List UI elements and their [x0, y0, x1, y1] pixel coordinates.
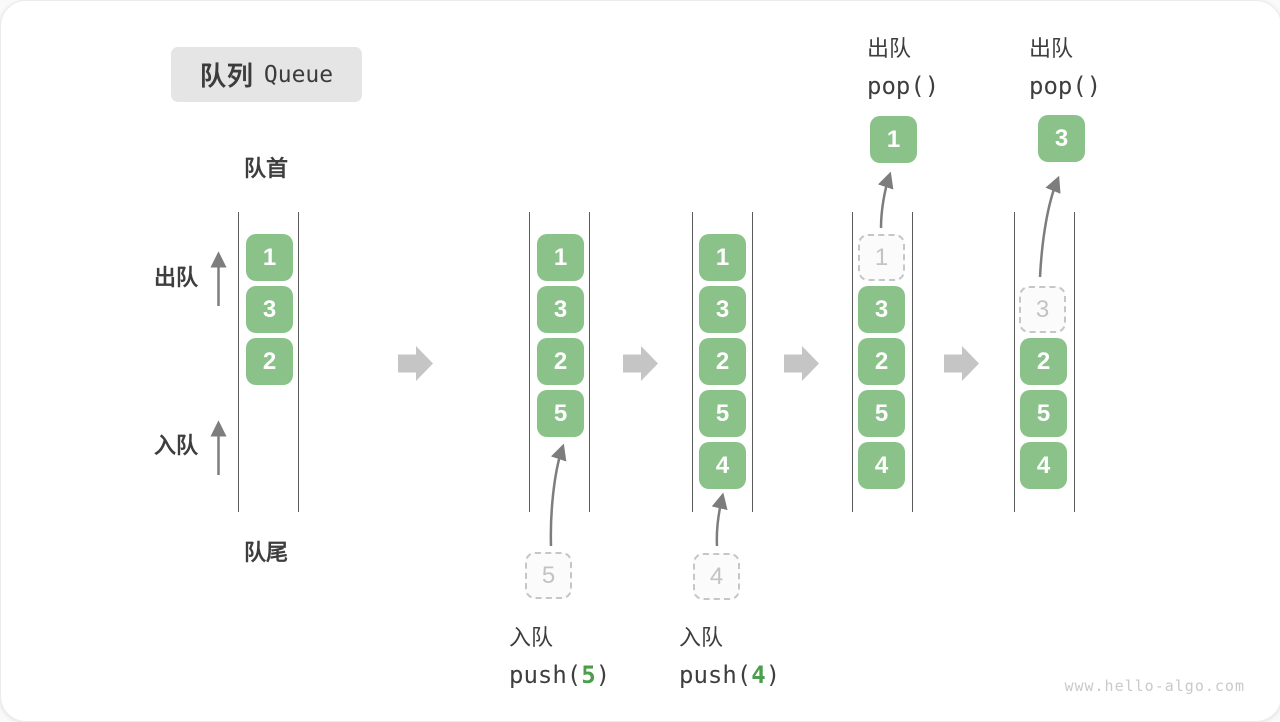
queue-walls-1 [238, 212, 299, 512]
queue-cell: 1 [537, 234, 584, 281]
title-zh: 队列 [199, 61, 254, 91]
watermark: www.hello-algo.com [1064, 677, 1245, 695]
popped-cell-3: 3 [1038, 115, 1085, 162]
queue-cell: 3 [246, 286, 293, 333]
queue-cell: 1 [699, 234, 746, 281]
popped-cell-1: 1 [870, 116, 917, 163]
transition-arrow-2 [623, 346, 658, 381]
queue-cell: 5 [537, 390, 584, 437]
queue-cell: 5 [858, 390, 905, 437]
queue-cell: 5 [1020, 390, 1067, 437]
queue-cell: 5 [699, 390, 746, 437]
queue-cell: 3 [699, 286, 746, 333]
queue-cell: 4 [699, 442, 746, 489]
transition-arrow-3 [784, 346, 819, 381]
op-push-5-code: push(5) [509, 661, 610, 689]
title-badge: 队列 Queue [171, 47, 362, 102]
title-en: Queue [263, 61, 334, 88]
label-dequeue-side: 出队 [154, 265, 199, 290]
transition-arrow-4 [944, 346, 979, 381]
label-queue-rear: 队尾 [244, 540, 289, 565]
code-after: ) [595, 661, 611, 689]
op-pop-1-code: pop() [867, 72, 940, 100]
op-pop-2-code: pop() [1029, 72, 1102, 100]
incoming-cell-5: 5 [525, 552, 572, 599]
incoming-cell-4: 4 [693, 553, 740, 600]
queue-cell: 2 [246, 338, 293, 385]
queue-cell: 2 [537, 338, 584, 385]
queue-cell: 2 [699, 338, 746, 385]
label-queue-front: 队首 [244, 156, 289, 181]
op-push-4-code: push(4) [679, 661, 780, 689]
op-pop-2-label: 出队 [1029, 36, 1074, 61]
queue-cell: 2 [1020, 338, 1067, 385]
queue-walls-4 [852, 212, 913, 512]
queue-cell: 2 [858, 338, 905, 385]
code-after: ) [765, 661, 781, 689]
op-push-4: 入队 push(4) [679, 620, 780, 689]
op-push-5-label: 入队 [509, 625, 554, 650]
label-enqueue-side: 入队 [154, 433, 199, 458]
code-before: push( [509, 661, 582, 689]
code-arg: 4 [751, 661, 766, 689]
queue-cell: 3 [858, 286, 905, 333]
queue-walls-3 [692, 212, 753, 512]
queue-cell: 1 [246, 234, 293, 281]
op-pop-1-label: 出队 [867, 36, 912, 61]
queue-walls-5 [1014, 212, 1075, 512]
code-before: push( [679, 661, 752, 689]
queue-cell: 4 [1020, 442, 1067, 489]
code-arg: 5 [581, 661, 596, 689]
popped-slot-1: 1 [858, 234, 905, 281]
queue-cell: 4 [858, 442, 905, 489]
popped-slot-3: 3 [1019, 286, 1066, 333]
op-push-4-label: 入队 [679, 625, 724, 650]
op-pop-1: 出队 pop() [867, 31, 939, 100]
op-push-5: 入队 push(5) [509, 620, 610, 689]
op-pop-2: 出队 pop() [1029, 31, 1101, 100]
queue-cell: 3 [537, 286, 584, 333]
queue-walls-2 [529, 212, 590, 512]
transition-arrow-1 [398, 346, 433, 381]
